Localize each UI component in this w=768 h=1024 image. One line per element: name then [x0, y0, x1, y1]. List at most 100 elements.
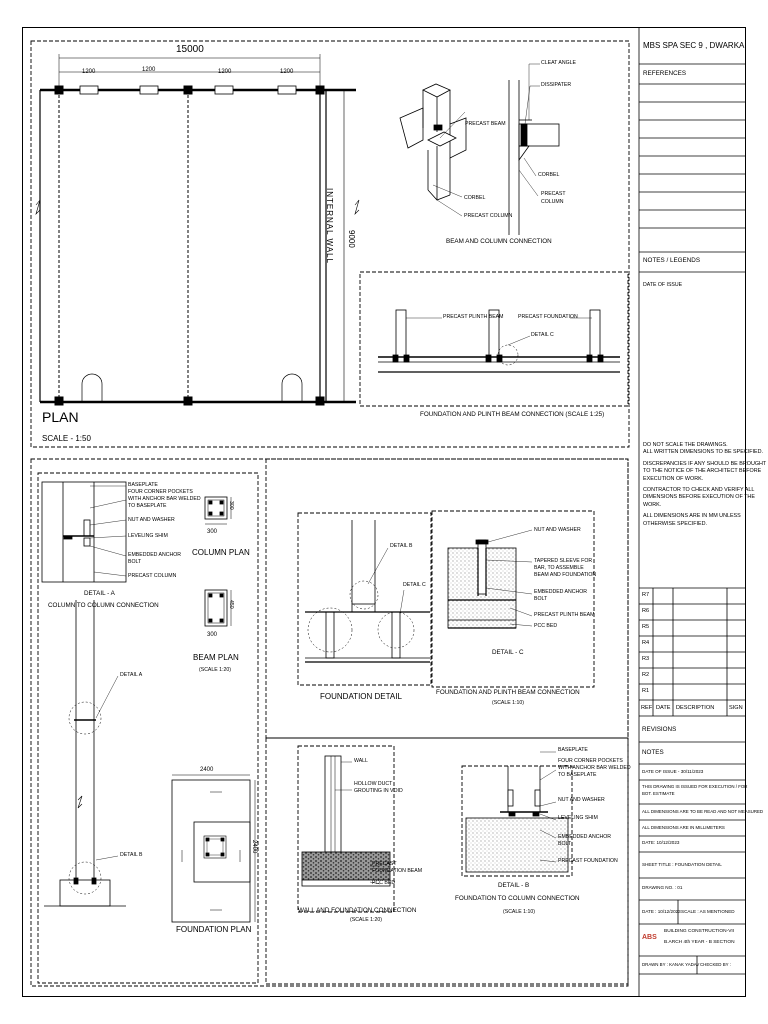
general-note-line: DIMENSIONS BEFORE EXECUTION OF THE	[643, 494, 755, 501]
general-note-line: OTHERWISE SPECIFIED.	[643, 520, 707, 527]
revision-row-label: R1	[642, 688, 650, 694]
foundation-detail-b-callout: DETAIL B	[390, 543, 413, 549]
date-of-issue-label: DATE OF ISSUE	[643, 282, 683, 288]
wall-foundation-label: PRECAST	[372, 861, 397, 867]
general-note-line: CONTRACTOR TO CHECK AND VERIFY ALL	[643, 487, 755, 494]
precast-beam-label: PRECAST BEAM	[465, 121, 506, 127]
general-note-line: ALL DIMENSIONS ARE IN MM UNLESS	[643, 513, 741, 520]
detail-c-label: TAPERED SLEEVE FOR	[534, 558, 593, 564]
detail-c-title: DETAIL - C	[492, 649, 524, 656]
date-note: DATE: 10/12/2023	[642, 840, 680, 845]
detail-c-label: BAR, TO ASSEMBLE	[534, 565, 584, 571]
detail-b-label: LEVELING SHIM	[558, 815, 598, 821]
detail-c-label: NUT AND WASHER	[534, 527, 581, 533]
detail-b-drawing	[465, 751, 569, 873]
corbel-label-right: CORBEL	[538, 172, 560, 178]
drawing-number: DRAWING NO. : 01	[642, 885, 683, 890]
detail-c-label: BOLT	[534, 596, 548, 602]
wall-foundation-label: GROUTING IN VOID	[354, 788, 403, 794]
detail-a-label: BOLT	[128, 559, 142, 565]
detail-c-section-title: FOUNDATION AND PLINTH BEAM CONNECTION	[436, 689, 580, 696]
detail-b-subtitle: FOUNDATION TO COLUMN CONNECTION	[455, 895, 580, 902]
cleat-angle-label: CLEAT ANGLE	[541, 60, 576, 66]
general-notes: DO NOT SCALE THE DRAWINGS. ALL WRITTEN D…	[643, 442, 766, 528]
detail-b-label: NUT AND WASHER	[558, 797, 605, 803]
plan-scale: SCALE - 1:50	[42, 434, 91, 443]
beam-column-title: BEAM AND COLUMN CONNECTION	[446, 238, 552, 245]
plan-drawing	[35, 54, 360, 406]
wall-foundation-title: WALL AND FOUNDATION CONNECTION	[298, 907, 417, 914]
opening-dimension: 1200	[280, 69, 294, 75]
read-not-measured-note: ALL DIMENSIONS ARE TO BE READ AND NOT ME…	[642, 809, 764, 814]
column-plan-dim: 300	[207, 529, 218, 535]
precast-plinth-beam-label: PRECAST PLINTH BEAM	[443, 314, 504, 320]
detail-a-title: DETAIL - A	[84, 590, 115, 597]
foundation-detail-drawing	[305, 520, 430, 663]
detail-a-label: NUT AND WASHER	[128, 517, 175, 523]
detail-c-label: EMBEDDED ANCHOR	[534, 589, 588, 595]
detail-a-label: LEVELING SHIM	[128, 533, 168, 539]
opening-dimension: 1200	[82, 69, 96, 75]
detail-b-label: PRECAST FOUNDATION	[558, 858, 618, 864]
detail-a-label: PRECAST COLUMN	[128, 573, 177, 579]
column-detail-b-callout: DETAIL B	[120, 852, 143, 858]
millimeters-note: ALL DIMENSIONS ARE IN MILLIMETERS	[642, 825, 725, 830]
column-plan-title: COLUMN PLAN	[192, 548, 250, 557]
general-note-line: TO THE NOTICE OF THE ARCHITECT BEFORE	[643, 468, 762, 475]
plan-width-dimension: 15000	[176, 44, 204, 55]
general-note-line: EXECUTION OF WORK.	[643, 475, 704, 482]
institution-logo: ABS	[642, 934, 657, 941]
revision-header-ref: REF	[641, 705, 653, 711]
detail-b-label: TO BASEPLATE	[558, 772, 597, 778]
wall-foundation-label: WALL	[354, 758, 368, 764]
revision-row-label: R5	[642, 624, 650, 630]
revision-header-sign: SIGN	[729, 705, 743, 711]
column-plan-dim: 300	[228, 501, 235, 510]
scale-note: SCALE : AS MENTIONED	[681, 909, 735, 914]
precast-foundation-label: PRECAST FOUNDATION	[518, 314, 578, 320]
general-note-line: DO NOT SCALE THE DRAWINGS.	[643, 442, 728, 448]
wall-foundation-label: PCC BED	[372, 880, 396, 886]
foundation-plan-title: FOUNDATION PLAN	[176, 925, 252, 934]
references-label: REFERENCES	[643, 70, 687, 77]
beam-plan-dim: 300	[207, 632, 218, 638]
foundation-detail-c-callout: DETAIL C	[403, 582, 426, 588]
checked-by: CHECKED BY :	[700, 962, 731, 967]
revision-header-date: DATE	[656, 705, 671, 711]
column-beam-plans	[204, 496, 232, 627]
beam-plan-title: BEAM PLAN	[193, 653, 239, 662]
beam-plan-dim: 450	[228, 600, 235, 609]
drawn-by: DRAWN BY : KANAK YADAV	[642, 962, 700, 967]
detail-a-label: FOUR CORNER POCKETS	[128, 489, 193, 495]
beam-column-elevation	[508, 63, 560, 235]
detail-b-label: EMBEDDED ANCHOR	[558, 834, 612, 840]
internal-wall-label: INTERNAL WALL	[325, 188, 334, 264]
issued-for-note: THIS DRAWING IS ISSUED FOR EXECUTION / F…	[642, 784, 748, 789]
issue-date-note: DATE OF ISSUE - 30/11/2023	[642, 769, 704, 774]
general-note-line: WORK.	[643, 501, 662, 508]
beam-column-iso	[399, 83, 467, 217]
issued-for-note-2: BOT. ESTIMATE	[642, 791, 675, 796]
revisions-label: REVISIONS	[642, 726, 677, 733]
detail-b-label: BOLT	[558, 841, 572, 847]
panel-frames	[30, 40, 630, 987]
revision-header-description: DESCRIPTION	[676, 705, 715, 711]
revision-row-label: R6	[642, 608, 650, 614]
precast-column-label-right-2: COLUMN	[541, 199, 564, 205]
sheet-title: SHEET TITLE : FOUNDATION DETAIL	[642, 862, 722, 867]
course-line-1: BUILDING CONSTRUCTION-VII	[664, 929, 735, 934]
detail-c-label: PRECAST PLINTH BEAM	[534, 612, 595, 618]
detail-c-label: BEAM AND FOUNDATION	[534, 572, 597, 578]
revision-row-label: R4	[642, 640, 650, 646]
corbel-label-left: CORBEL	[464, 195, 486, 201]
opening-dimension: 1200	[142, 67, 156, 73]
detail-b-scale: (SCALE 1:10)	[503, 909, 536, 915]
notes-label: NOTES	[642, 749, 664, 756]
detail-a-label: EMBEDDED ANCHOR	[128, 552, 182, 558]
detail-b-label: BASEPLATE	[558, 747, 588, 753]
general-note-line: DISCREPANCIES IF ANY SHOULD BE BROUGHT	[643, 460, 767, 467]
detail-c-scale: (SCALE 1:10)	[492, 700, 525, 706]
title-block-grid	[638, 28, 746, 996]
column-detail-a-callout: DETAIL A	[120, 672, 143, 678]
